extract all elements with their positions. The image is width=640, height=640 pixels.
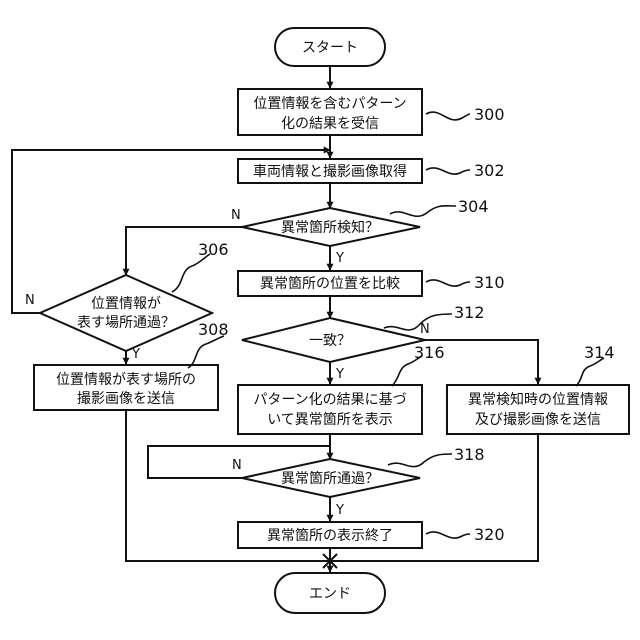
step-300-box: 位置情報を含むパターン 化の結果を受信 [238, 89, 422, 135]
step-320-box: 異常箇所の表示終了 [238, 522, 422, 548]
ref-312: 312 [454, 303, 485, 322]
decision-318: 異常箇所通過？ [242, 459, 420, 497]
step-308-box: 位置情報が表す場所の 撮影画像を送信 [34, 365, 218, 410]
decision-312-no: N [420, 322, 430, 337]
ref-314: 314 [584, 343, 615, 362]
step-314-line-2: 及び撮影画像を送信 [475, 411, 601, 428]
decision-318-label: 異常箇所通過？ [281, 470, 379, 487]
decision-306-no: N [25, 293, 35, 308]
decision-306: 位置情報が 表す場所通過？ [40, 275, 212, 351]
ref-310-leader [426, 280, 470, 286]
decision-312-yes: Y [335, 367, 344, 382]
ref-302-leader [426, 168, 470, 174]
decision-306-line-2: 表す場所通過？ [77, 315, 175, 331]
decision-304: 異常箇所検知？ [242, 208, 420, 246]
decision-318-yes: Y [335, 503, 344, 518]
step-310-line-1: 異常箇所の位置を比較 [260, 275, 400, 292]
decision-318-no: N [232, 458, 242, 473]
ref-310: 310 [474, 273, 505, 292]
ref-308-leader [188, 336, 224, 368]
ref-304-leader [390, 206, 456, 216]
step-300-line-1: 位置情報を含むパターン [253, 96, 406, 112]
ref-316: 316 [414, 343, 445, 362]
ref-300: 300 [474, 105, 505, 124]
ref-308: 308 [198, 320, 229, 339]
decision-304-label: 異常箇所検知？ [281, 219, 379, 236]
step-316-line-1: パターン化の結果に基づ [253, 391, 406, 408]
ref-300-leader [426, 112, 470, 120]
ref-312-leader [384, 314, 452, 330]
decision-306-yes: Y [131, 347, 140, 362]
ref-302: 302 [474, 161, 505, 180]
step-314-box: 異常検知時の位置情報 及び撮影画像を送信 [447, 385, 629, 434]
ref-306-leader [172, 254, 210, 292]
decision-312: 一致？ [242, 318, 425, 362]
ref-314-leader [576, 358, 604, 386]
end-label: エンド [309, 586, 351, 602]
step-310-box: 異常箇所の位置を比較 [238, 271, 422, 296]
step-300-line-2: 化の結果を受信 [281, 116, 379, 132]
ref-304: 304 [458, 197, 489, 216]
start-label: スタート [302, 40, 358, 56]
decision-304-yes: Y [335, 251, 344, 266]
step-320-line-1: 異常箇所の表示終了 [267, 527, 393, 544]
step-308-line-1: 位置情報が表す場所の [56, 372, 196, 388]
step-308-line-2: 撮影画像を送信 [77, 390, 175, 407]
decision-312-label: 一致？ [309, 333, 351, 349]
decision-306-line-1: 位置情報が [91, 296, 161, 312]
ref-318-leader [388, 454, 452, 467]
decision-304-no: N [231, 208, 241, 223]
ref-320: 320 [474, 525, 505, 544]
start-terminal: スタート [275, 28, 385, 66]
ref-318: 318 [454, 445, 485, 464]
step-302-line-1: 車両情報と撮影画像取得 [253, 163, 407, 180]
end-terminal: エンド [275, 573, 385, 613]
ref-306: 306 [198, 240, 229, 259]
step-316-line-2: いて異常箇所を表示 [267, 411, 393, 428]
step-302-box: 車両情報と撮影画像取得 [238, 159, 422, 183]
step-314-line-1: 異常検知時の位置情報 [468, 391, 608, 408]
ref-320-leader [426, 532, 470, 538]
step-316-box: パターン化の結果に基づ いて異常箇所を表示 [238, 385, 422, 434]
